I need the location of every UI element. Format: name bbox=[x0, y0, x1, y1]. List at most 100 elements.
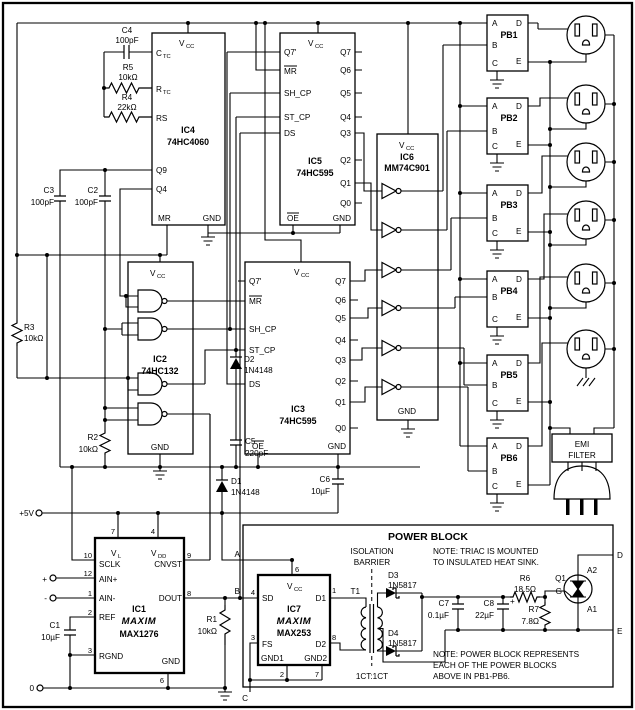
svg-text:4: 4 bbox=[151, 527, 155, 536]
svg-text:E: E bbox=[516, 140, 522, 149]
terminal-minus: - bbox=[44, 594, 47, 603]
svg-text:CC: CC bbox=[301, 273, 309, 279]
ic1-max1276: V L V DD SCLK CNVST AIN+ AIN- REF DOUT I… bbox=[84, 527, 192, 685]
power-block-pb6: A D PB6 B C E bbox=[486, 437, 529, 512]
inset-terminal-a: A bbox=[235, 550, 241, 559]
ic7-pin-sd: SD bbox=[262, 594, 273, 603]
svg-text:2: 2 bbox=[280, 670, 284, 679]
ic4-pin-ctc: C bbox=[156, 49, 162, 58]
ic4-74hc4060: V CC C TC R TC RS IC4 74HC4060 Q9 Q4 MR … bbox=[151, 32, 226, 246]
inset-terminal-e: E bbox=[617, 627, 623, 636]
ic2-vcc: V bbox=[150, 269, 156, 278]
ic3-74hc595: V CC Q7' MR SH_CP ST_CP DS IC3 74HC595 Q… bbox=[244, 261, 351, 455]
outlet-2 bbox=[566, 84, 606, 124]
pb2-label: PB2 bbox=[500, 113, 517, 123]
svg-text:B: B bbox=[492, 293, 498, 302]
ic1-pin-gnd: GND bbox=[162, 657, 180, 666]
emi-label-1: EMI bbox=[575, 440, 590, 449]
ic5-pin-stcp: ST_CP bbox=[284, 113, 311, 122]
outlet-5 bbox=[566, 263, 606, 303]
svg-text:7: 7 bbox=[315, 670, 319, 679]
c2-value: 100pF bbox=[75, 198, 98, 207]
r5-value: 10kΩ bbox=[118, 73, 137, 82]
svg-text:C: C bbox=[492, 142, 498, 151]
isolation-barrier: ISOLATION BARRIER bbox=[350, 547, 394, 666]
ic1-pin-rgnd: RGND bbox=[99, 652, 123, 661]
ic3-pin-stcp: ST_CP bbox=[249, 346, 276, 355]
svg-text:6: 6 bbox=[295, 565, 299, 574]
ic4-pin-gnd: GND bbox=[203, 214, 221, 223]
svg-text:D: D bbox=[516, 189, 522, 198]
triac-a1: A1 bbox=[587, 605, 597, 614]
terminal-plus: + bbox=[42, 575, 47, 584]
svg-text:B: B bbox=[492, 214, 498, 223]
svg-text:E: E bbox=[516, 480, 522, 489]
svg-text:Q6: Q6 bbox=[340, 66, 351, 75]
c4-value: 100pF bbox=[115, 36, 138, 45]
t1-label: T1 bbox=[350, 587, 360, 596]
svg-text:Q5: Q5 bbox=[340, 89, 351, 98]
pb6-label: PB6 bbox=[500, 453, 517, 463]
ic3-pin-oe: OE bbox=[252, 442, 264, 451]
svg-text:E: E bbox=[516, 313, 522, 322]
ic3-pin-shcp: SH_CP bbox=[249, 325, 277, 334]
ic4-rc-network: C4 100pF R5 10kΩ R4 22kΩ bbox=[104, 26, 152, 124]
svg-text:B: B bbox=[492, 381, 498, 390]
power-block-pb2: A D PB2 B C E bbox=[486, 97, 529, 172]
svg-text:C: C bbox=[492, 482, 498, 491]
c1-ref: C1 bbox=[50, 621, 61, 630]
inset-terminal-d: D bbox=[617, 551, 623, 560]
svg-text:Q1: Q1 bbox=[340, 179, 351, 188]
ic2-gnd: GND bbox=[151, 443, 169, 452]
ic2-74hc132: V CC IC2 74HC132 GND bbox=[127, 261, 194, 480]
wires bbox=[16, 22, 615, 692]
svg-text:Q4: Q4 bbox=[335, 336, 346, 345]
svg-text:6: 6 bbox=[160, 676, 164, 685]
c5-ref: C5 bbox=[245, 437, 256, 446]
ic6-vcc: V bbox=[399, 141, 405, 150]
ic6-part: MM74C901 bbox=[384, 163, 430, 173]
svg-text:V: V bbox=[151, 549, 157, 558]
svg-text:B: B bbox=[492, 41, 498, 50]
ic4-pin-rs: RS bbox=[156, 114, 168, 123]
c7-ref: C7 bbox=[439, 599, 450, 608]
c8-ref: C8 bbox=[484, 599, 495, 608]
ic3-pin-mr: MR bbox=[249, 297, 262, 306]
c6-value: 10µF bbox=[311, 487, 330, 496]
svg-text:TC: TC bbox=[163, 54, 171, 60]
svg-text:V: V bbox=[111, 549, 117, 558]
ic6-ref: IC6 bbox=[400, 152, 414, 162]
power-block-pb3: A D PB3 B C E bbox=[486, 184, 529, 259]
svg-text:Q7: Q7 bbox=[335, 277, 346, 286]
pb1-label: PB1 bbox=[500, 30, 517, 40]
ic5-ref: IC5 bbox=[308, 156, 322, 166]
ic5-pin-oe: OE bbox=[287, 214, 299, 223]
svg-text:12: 12 bbox=[84, 569, 92, 578]
outlet-4 bbox=[566, 200, 606, 240]
svg-text:D: D bbox=[516, 102, 522, 111]
d1-ref: D1 bbox=[231, 477, 242, 486]
r6-ref: R6 bbox=[520, 574, 531, 583]
ic7-part: MAX253 bbox=[277, 628, 311, 638]
d3-ref: D3 bbox=[388, 571, 399, 580]
maxim-logo: MAXIM bbox=[122, 616, 157, 627]
inset-terminal-b: B bbox=[235, 587, 241, 596]
svg-text:CC: CC bbox=[157, 274, 165, 280]
inset-notes: NOTE: TRIAC IS MOUNTED TO INSULATED HEAT… bbox=[433, 547, 580, 681]
svg-text:Q6: Q6 bbox=[335, 296, 346, 305]
svg-text:Q7: Q7 bbox=[340, 48, 351, 57]
svg-text:E: E bbox=[516, 57, 522, 66]
svg-text:CC: CC bbox=[406, 146, 414, 152]
ic1-pin-ainm: AIN- bbox=[99, 594, 116, 603]
r1-ref: R1 bbox=[207, 615, 218, 624]
ic1-part: MAX1276 bbox=[119, 629, 158, 639]
ic5-pin-gnd: GND bbox=[333, 214, 351, 223]
q1-label: Q1 bbox=[555, 574, 566, 583]
ic6-mm74c901: V CC IC6 MM74C901 GND bbox=[376, 133, 439, 438]
ic1-pin-dout: DOUT bbox=[159, 594, 182, 603]
r2-ref: R2 bbox=[88, 433, 99, 442]
svg-text:A: A bbox=[492, 19, 498, 28]
